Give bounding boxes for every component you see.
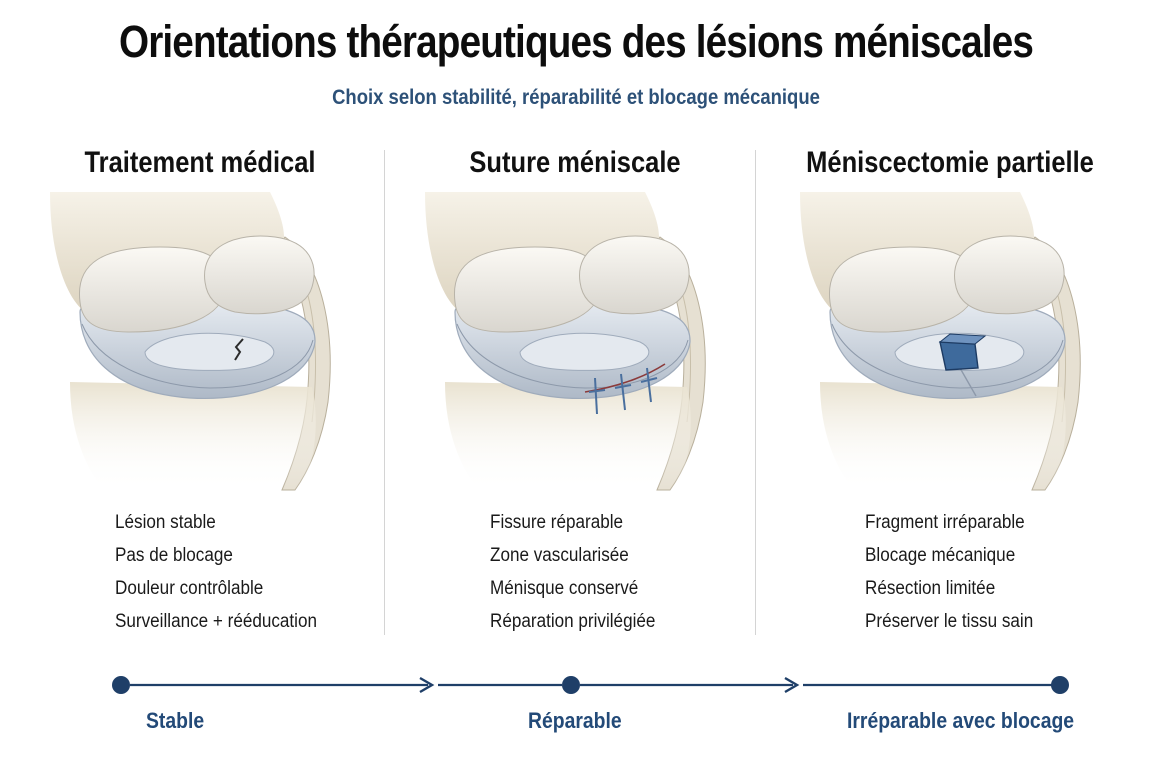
list-item: Douleur contrôlable [115,578,264,599]
list-item: Zone vascularisée [490,545,629,566]
list-item: Pas de blocage [115,545,233,566]
main-title: Orientations thérapeutiques des lésions … [118,16,1034,67]
list-item: Surveillance + rééducation [115,611,318,632]
column-title: Méniscectomie partielle [806,146,1094,179]
column-divider [384,150,385,635]
list-item: Ménisque conservé [490,578,639,599]
knee-illustration-sutured-tear [425,192,706,492]
severity-timeline [112,676,1069,694]
knee-illustration-resected-fragment [800,192,1081,492]
list-item: Réparation privilégiée [490,611,656,632]
column-divider [755,150,756,635]
timeline-node [1051,676,1069,694]
stage-label-repairable: Réparable [528,708,622,733]
timeline-node [112,676,130,694]
list-item: Résection limitée [865,578,996,599]
list-item: Fragment irréparable [865,512,1025,533]
knee-illustration-stable-lesion [50,192,331,492]
stage-label-irreparable: Irréparable avec blocage [847,708,1075,733]
list-item: Fissure réparable [490,512,624,533]
stage-label-stable: Stable [146,708,205,733]
column-meniscal-suture: Suture méniscale Fissure réparable Zone … [390,140,760,640]
column-title: Suture méniscale [469,146,681,179]
criteria-list: Lésion stable Pas de blocage Douleur con… [115,506,375,638]
criteria-list: Fragment irréparable Blocage mécanique R… [865,506,1125,638]
list-item: Préserver le tissu sain [865,611,1034,632]
subtitle: Choix selon stabilité, réparabilité et b… [332,86,820,109]
timeline-node [562,676,580,694]
column-medical-treatment: Traitement médical Lésion stable Pas de … [15,140,385,640]
list-item: Blocage mécanique [865,545,1016,566]
column-partial-meniscectomy: Méniscectomie partielle Fragment irrépar… [765,140,1135,640]
list-item: Lésion stable [115,512,216,533]
arrow-right-icon [784,676,800,694]
column-title: Traitement médical [84,146,316,179]
criteria-list: Fissure réparable Zone vascularisée Méni… [490,506,750,638]
arrow-right-icon [419,676,435,694]
